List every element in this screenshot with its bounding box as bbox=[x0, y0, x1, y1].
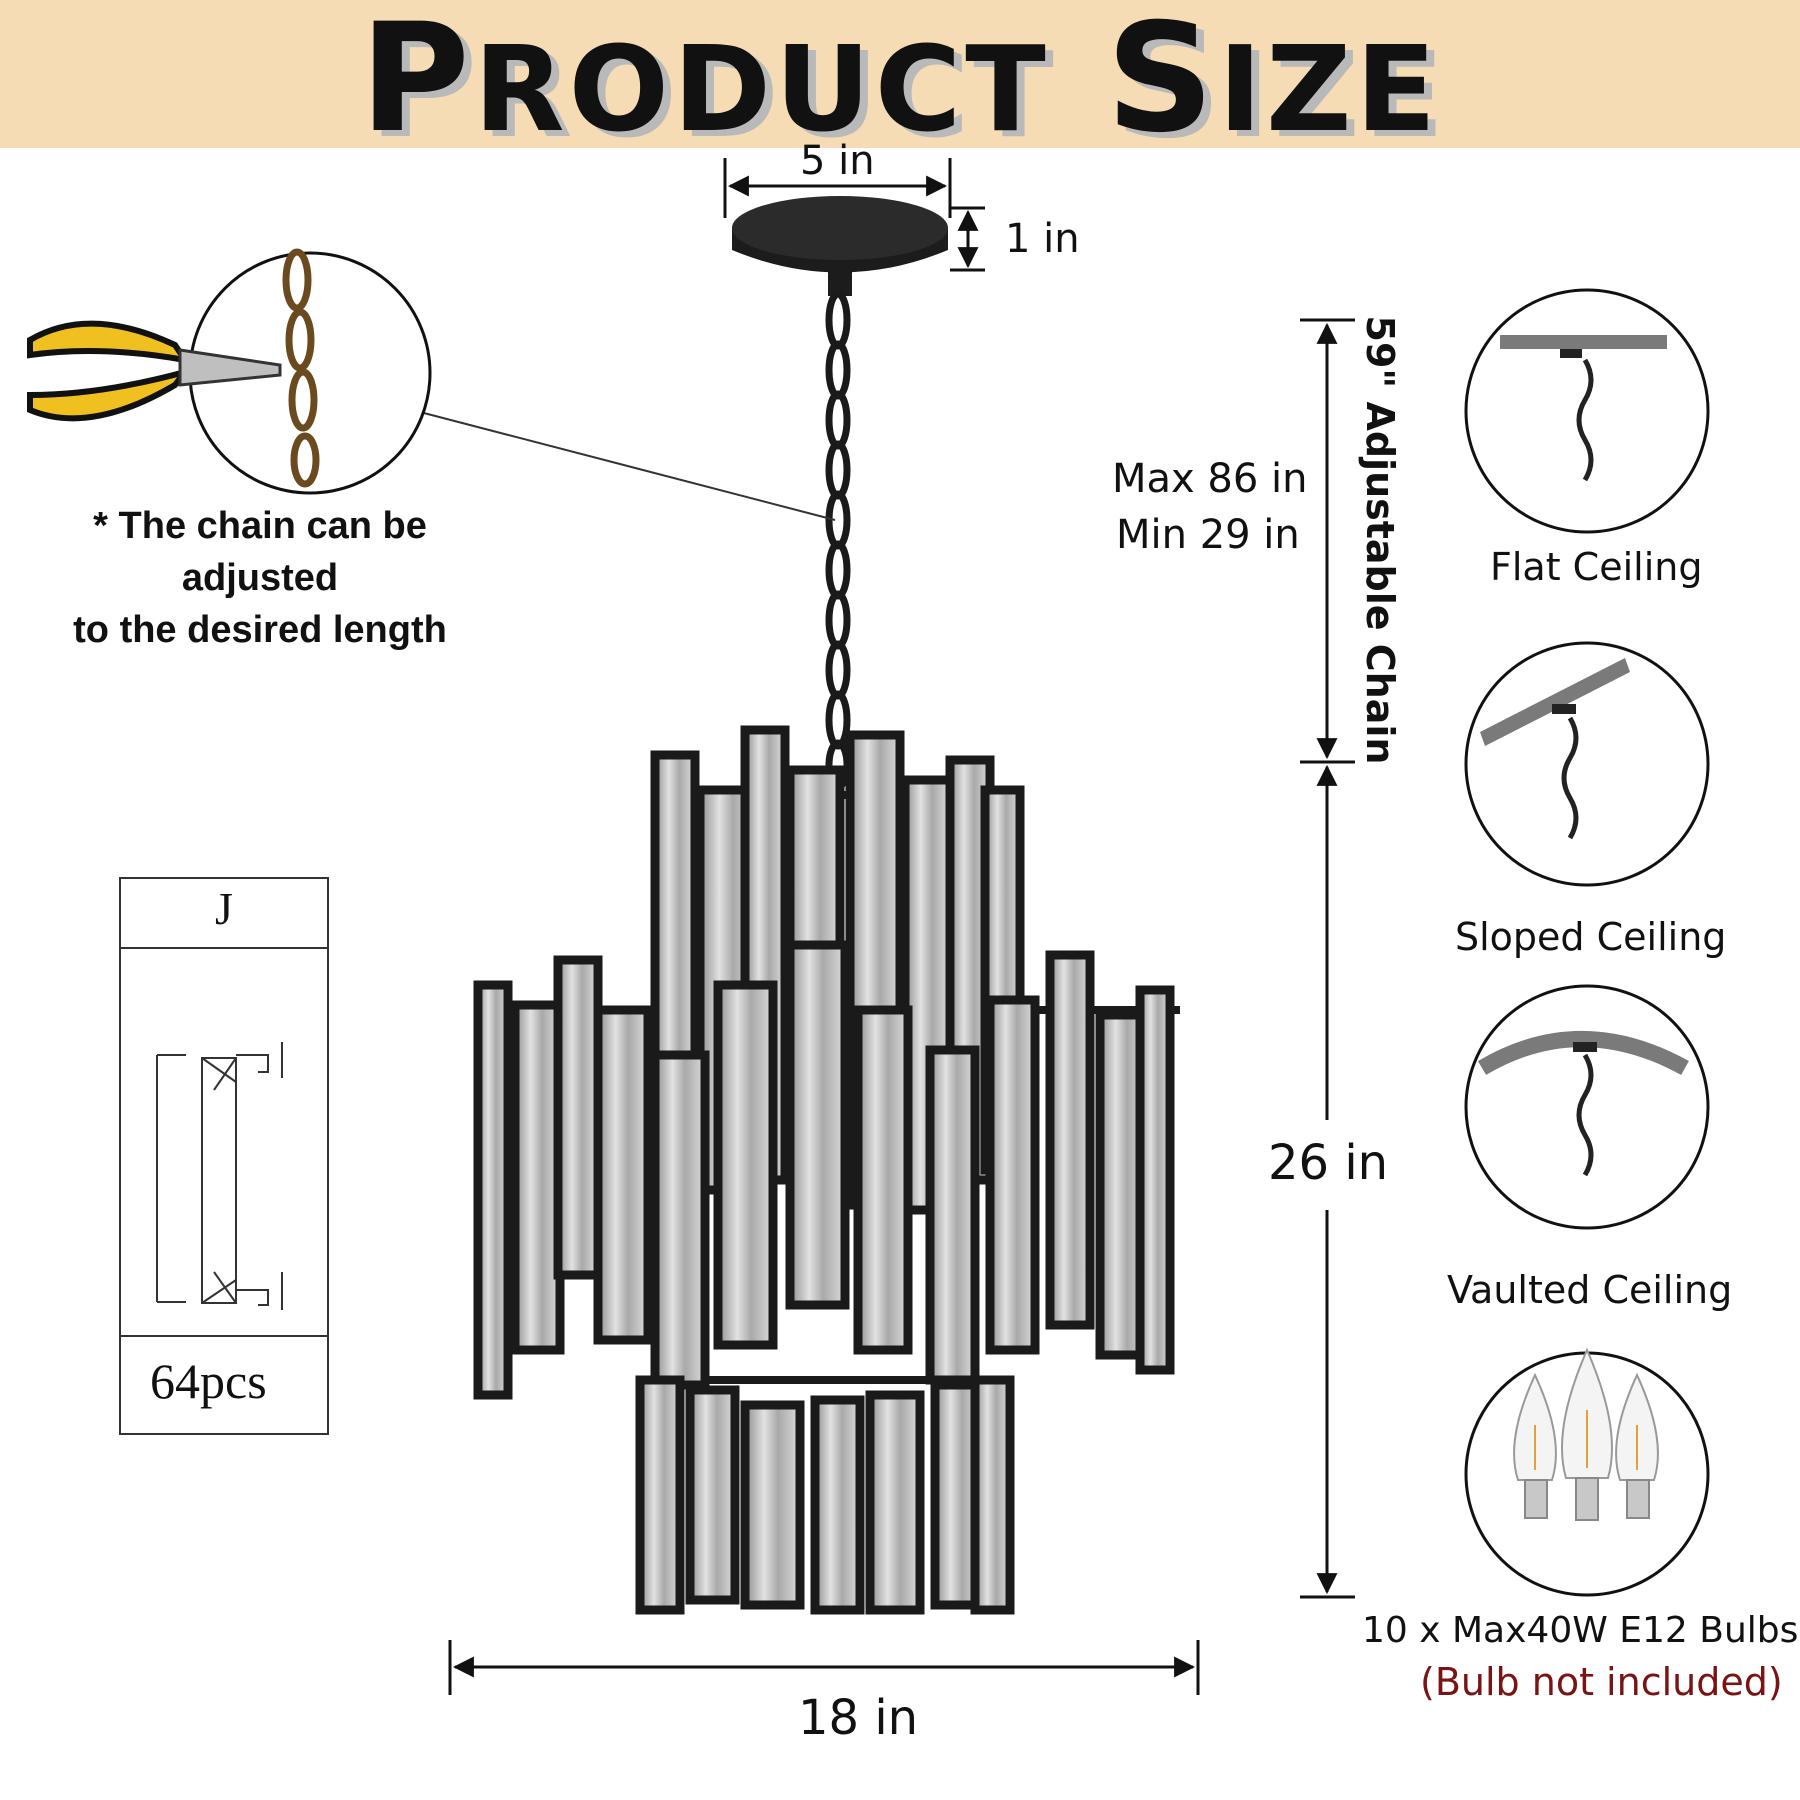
chain-magnifier bbox=[188, 248, 432, 495]
crystal-prism-icon bbox=[156, 1042, 283, 1310]
body-height-label: 26 in bbox=[1268, 1135, 1389, 1191]
canopy-height-label: 1 in bbox=[1005, 216, 1080, 262]
sloped-ceiling-icon bbox=[1464, 641, 1710, 887]
crystal-panel bbox=[553, 955, 603, 1280]
hanging-chain bbox=[825, 290, 851, 791]
chain-note-line2: to the desired length bbox=[73, 609, 447, 651]
title-rest-2: IZE bbox=[1218, 20, 1441, 158]
crystal-panel bbox=[925, 1045, 980, 1385]
crystal-panel bbox=[473, 980, 513, 1400]
vaulted-ceiling-label: Vaulted Ceiling bbox=[1447, 1268, 1733, 1312]
crystal-panel bbox=[713, 980, 778, 1350]
title-banner bbox=[0, 0, 1800, 148]
crystal-panel bbox=[970, 1375, 1015, 1615]
vaulted-ceiling-icon bbox=[1464, 984, 1710, 1230]
title-letter-s: S bbox=[1106, 0, 1219, 166]
crystal-panel bbox=[865, 1390, 925, 1615]
crystal-panel bbox=[593, 1005, 653, 1345]
crystal-panel bbox=[1045, 950, 1095, 1330]
crystal-spec-table bbox=[119, 877, 329, 1435]
body-width-label: 18 in bbox=[798, 1690, 919, 1746]
canopy-height-dimension bbox=[950, 206, 985, 272]
pliers-icon bbox=[27, 320, 282, 422]
adjustable-chain-label: 59" Adjustable Chain bbox=[1358, 315, 1402, 765]
crystal-panel bbox=[650, 1050, 710, 1390]
crystal-quantity: 64pcs bbox=[150, 1353, 267, 1409]
chain-note-line1: * The chain can be adjusted bbox=[93, 505, 427, 599]
flat-ceiling-label: Flat Ceiling bbox=[1490, 545, 1703, 589]
crystal-code: J bbox=[215, 883, 233, 934]
crystal-panel bbox=[785, 940, 850, 1310]
title-letter-p: P bbox=[359, 0, 474, 166]
bulbs-icon bbox=[1464, 1347, 1710, 1597]
crystal-panel bbox=[810, 1395, 865, 1615]
magnifier-pointer bbox=[419, 411, 836, 521]
sloped-ceiling-label: Sloped Ceiling bbox=[1455, 915, 1727, 959]
body-width-dimension bbox=[448, 1640, 1200, 1695]
title-rest: RODUCT bbox=[473, 20, 1050, 158]
canopy-width-label: 5 in bbox=[800, 138, 875, 184]
ceiling-canopy bbox=[732, 196, 948, 296]
crystal-panel bbox=[510, 1000, 565, 1355]
max-height-label: Max 86 in bbox=[1112, 456, 1308, 502]
page-title: PRODUCT SIZE bbox=[0, 4, 1800, 164]
min-height-label: Min 29 in bbox=[1116, 512, 1300, 558]
body-height-dimension bbox=[1300, 764, 1355, 1599]
bulb-not-included-label: (Bulb not included) bbox=[1420, 1660, 1783, 1704]
crystal-panel bbox=[685, 1385, 740, 1605]
chain-length-dimension bbox=[1300, 318, 1355, 764]
crystal-panel bbox=[740, 1400, 805, 1610]
crystal-panel bbox=[635, 1375, 685, 1615]
crystal-panel bbox=[853, 1005, 913, 1355]
bulb-spec-label: 10 x Max40W E12 Bulbs bbox=[1362, 1610, 1799, 1651]
crystal-panel bbox=[985, 995, 1040, 1355]
crystal-chandelier bbox=[473, 725, 1180, 1615]
flat-ceiling-icon bbox=[1464, 288, 1710, 534]
chain-adjust-note: * The chain can be adjusted to the desir… bbox=[20, 500, 500, 656]
crystal-panel bbox=[1135, 985, 1175, 1375]
